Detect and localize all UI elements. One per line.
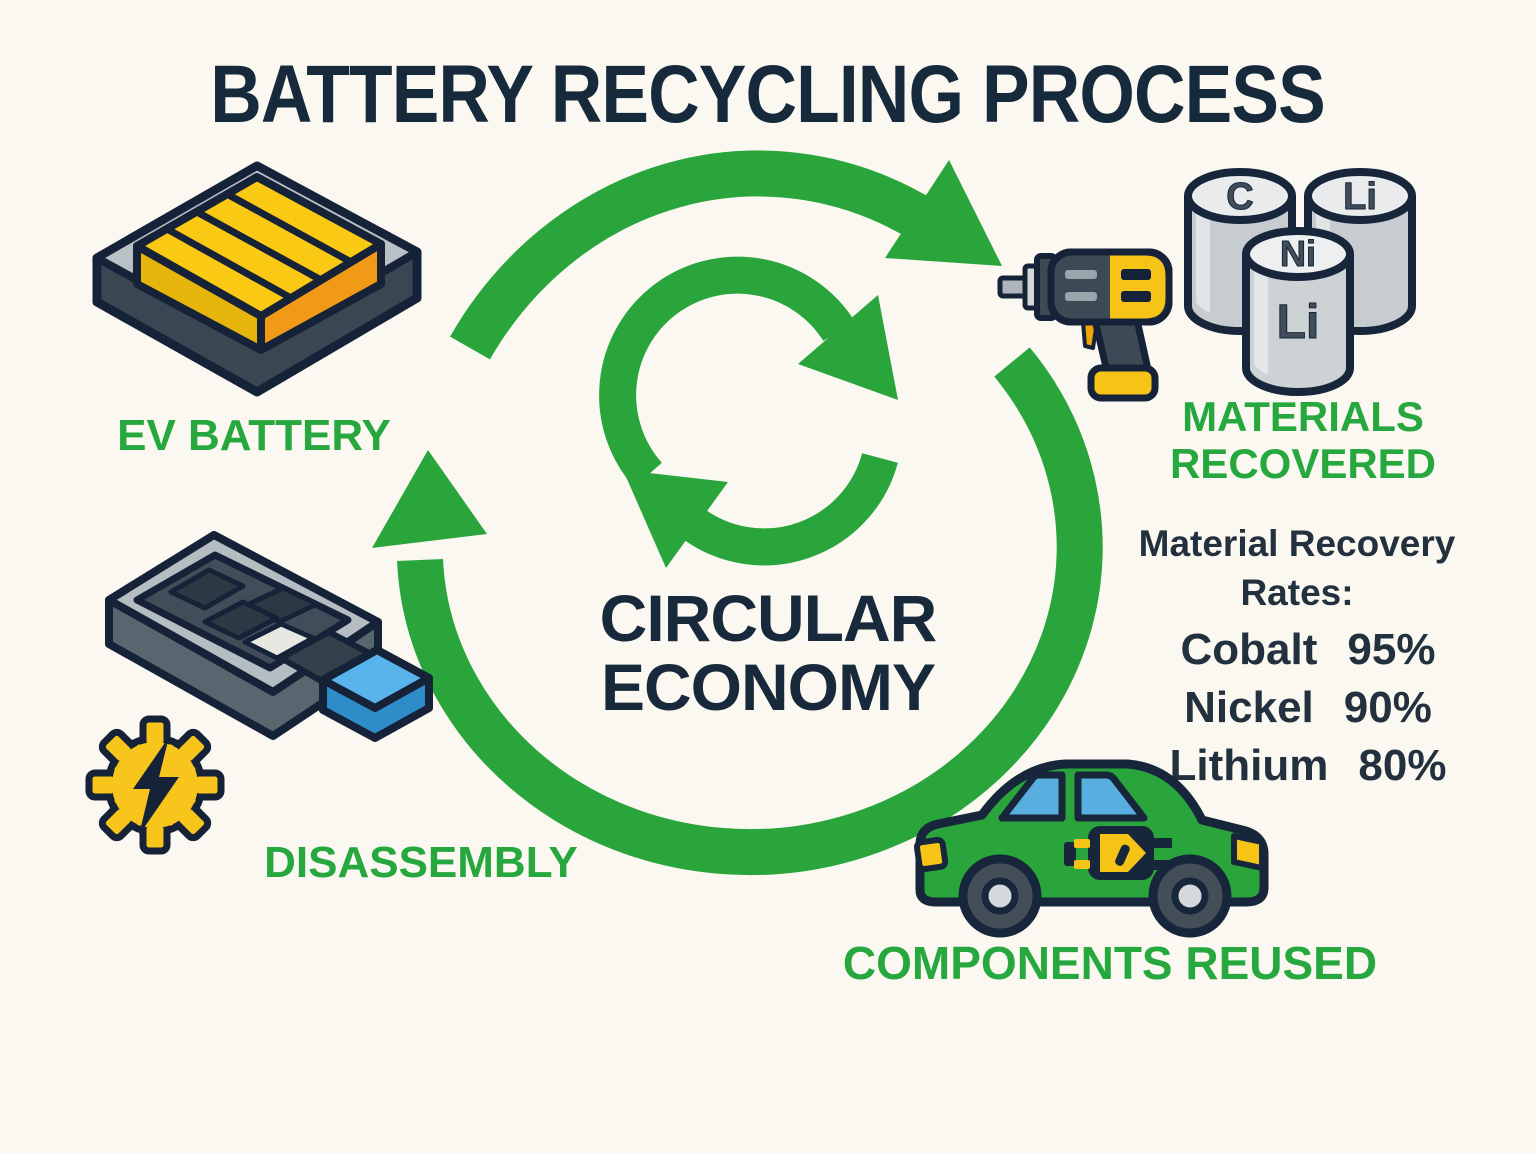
rate-row-lithium: Lithium 80%	[1170, 744, 1447, 788]
barrel-label-cobalt: C	[1226, 176, 1253, 218]
circular-economy-line1: CIRCULAR	[599, 581, 938, 655]
materials-recovered-line1: MATERIALS	[1182, 393, 1424, 440]
recycle-cycle-arrowheads	[623, 295, 898, 568]
removed-module-icon	[319, 646, 433, 742]
ev-car-icon	[913, 759, 1269, 938]
recycle-cycle-icon	[599, 256, 898, 566]
open-battery-pack-icon	[105, 531, 433, 742]
outer-cycle-arrowheads	[372, 160, 1002, 548]
rate-value: 90%	[1343, 683, 1432, 732]
ev-plug-icon	[1064, 826, 1172, 880]
car-front-wheel	[1148, 854, 1232, 938]
impact-driver-icon	[997, 248, 1173, 402]
rate-material: Lithium	[1169, 741, 1329, 790]
materials-recovered-line2: RECOVERED	[1169, 440, 1437, 488]
rate-row-cobalt: Cobalt 95%	[1181, 628, 1436, 672]
lightning-bolt-icon	[133, 737, 179, 835]
stage-label-disassembly: DISASSEMBLY	[264, 838, 578, 887]
recovery-rates-heading-line1: Material Recovery	[1138, 523, 1456, 564]
page-title: BATTERY RECYCLING PROCESS	[210, 49, 1326, 140]
barrel-label-lithium-front: Li	[1277, 296, 1320, 349]
rate-material: Cobalt	[1180, 625, 1318, 674]
stage-label-ev-battery: EV BATTERY	[117, 411, 391, 460]
barrel-front: Ni Li	[1242, 227, 1354, 396]
rate-material: Nickel	[1184, 683, 1314, 732]
ev-battery-icon	[92, 161, 422, 397]
rate-row-nickel: Nickel 90%	[1184, 686, 1432, 730]
car-front-window	[1074, 771, 1148, 822]
recovery-rates-heading: Material Recovery Rates:	[1139, 520, 1456, 618]
recovery-rates-list: Cobalt 95% Nickel 90% Lithium 80%	[1170, 628, 1447, 788]
car-rear-window	[998, 771, 1066, 822]
car-rear-wheel	[958, 854, 1042, 938]
materials-barrels-icon: C Li Ni Li	[1184, 168, 1416, 396]
page-title-wrap: BATTERY RECYCLING PROCESS	[0, 48, 1536, 142]
barrel-label-nickel: Ni	[1280, 233, 1316, 274]
recovery-rates-heading-line2: Rates:	[1240, 571, 1354, 613]
rate-value: 95%	[1347, 625, 1436, 674]
circular-economy-line2: ECONOMY	[600, 650, 936, 725]
circular-economy-label: CIRCULAR ECONOMY	[599, 581, 938, 725]
stage-label-components-reused: COMPONENTS REUSED	[842, 937, 1378, 989]
outer-cycle-arrows	[397, 150, 1103, 876]
gear-lightning-icon	[85, 715, 225, 855]
stage-label-materials-recovered: MATERIALS RECOVERED	[1170, 393, 1436, 487]
car-headlight	[1231, 833, 1265, 871]
rate-value: 80%	[1358, 741, 1447, 790]
disassembly-icon	[85, 531, 433, 855]
car-tail-light	[913, 836, 949, 873]
barrel-label-lithium-top: Li	[1343, 176, 1377, 218]
